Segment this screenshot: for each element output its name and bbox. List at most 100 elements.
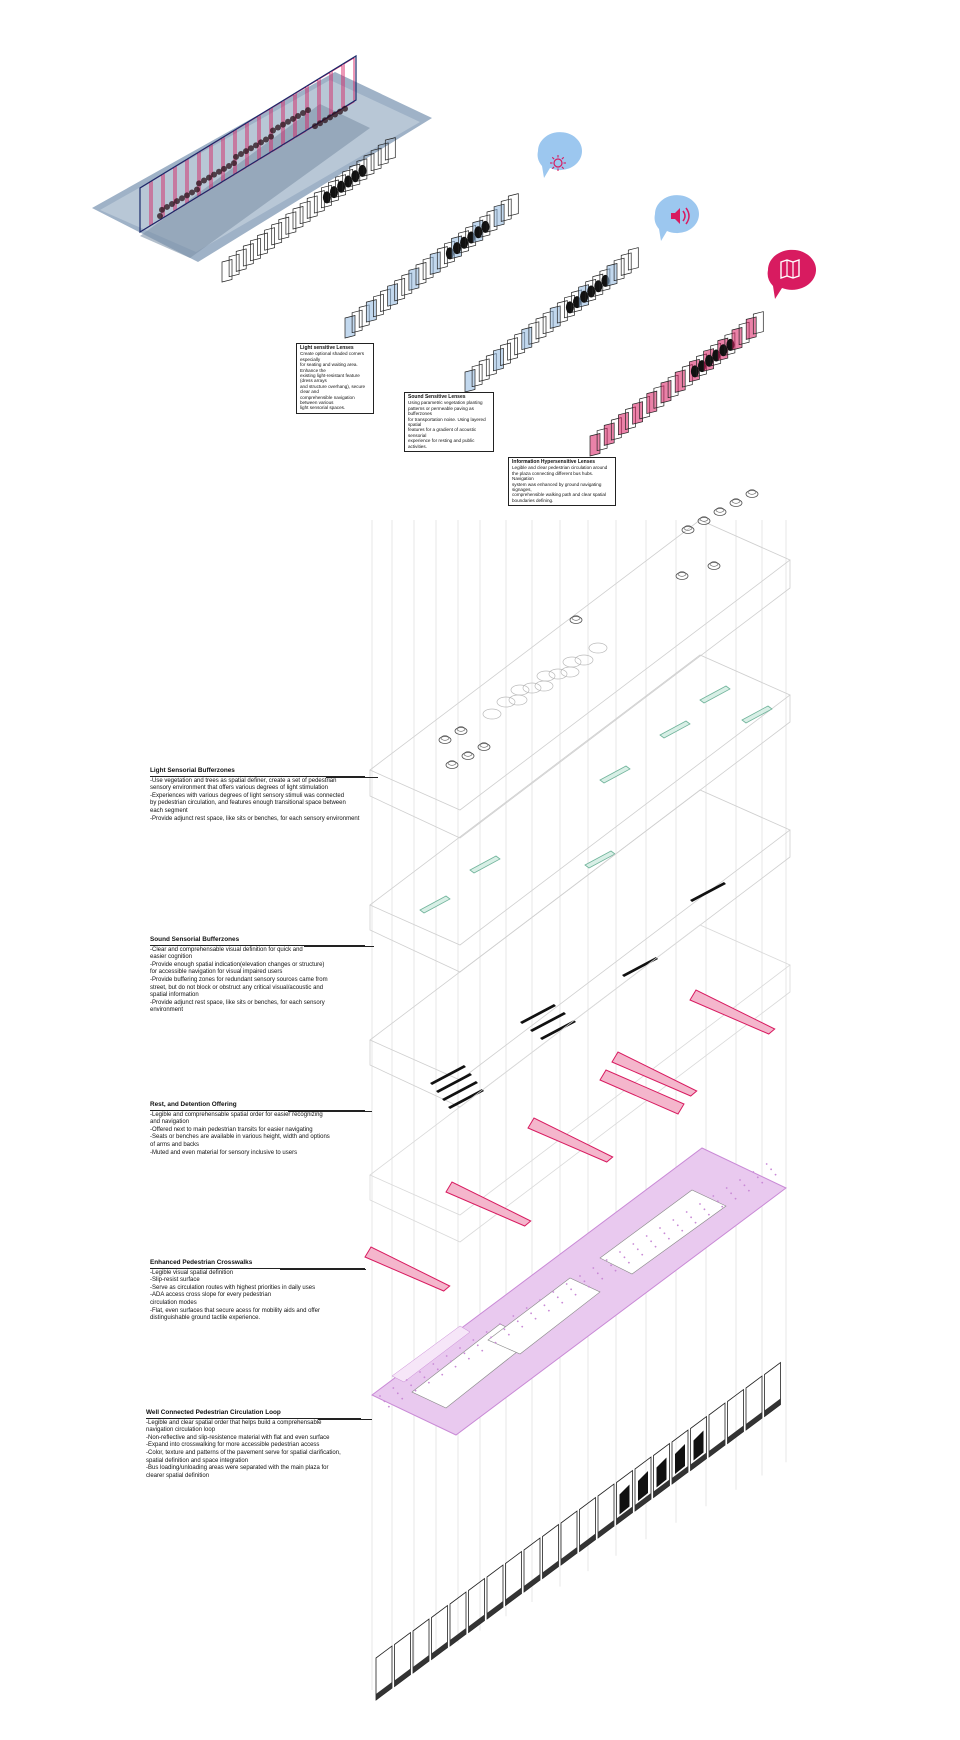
annotation-line: for accessible navigation for visual imp…	[150, 969, 283, 976]
aerial-person	[275, 124, 281, 131]
aerial-person	[184, 192, 190, 199]
light-lenses-line: light sensorial spaces.	[300, 405, 346, 411]
section-ground	[598, 1520, 614, 1538]
aerial-person	[226, 162, 232, 169]
section-ground	[653, 1479, 670, 1498]
section-frame	[471, 363, 483, 388]
section-stack-information	[589, 311, 764, 457]
section-frame	[627, 247, 639, 271]
section-frame	[507, 337, 518, 361]
annotation-line: and navigation	[150, 1119, 190, 1126]
paving-dot	[383, 1400, 386, 1403]
section-tint	[646, 391, 657, 414]
section-slice	[653, 1442, 670, 1499]
section-frame	[596, 427, 608, 452]
paving-dot	[503, 1328, 506, 1331]
annotation-line: environment	[150, 1007, 184, 1014]
annotation-line: -Legible and comprehensable spatial orde…	[150, 1111, 323, 1118]
annotation-line: of arms and backs	[150, 1141, 200, 1148]
annotation-line: navigation circulation loop	[146, 1427, 216, 1434]
annotation-line: -Muted and even material for sensory inc…	[150, 1149, 298, 1156]
paving-dot	[632, 1243, 635, 1245]
paving-dot	[681, 1229, 684, 1232]
information-bubble	[767, 249, 816, 299]
paving-dot	[712, 1195, 715, 1197]
section-slice	[671, 1429, 689, 1485]
section-ground	[746, 1412, 762, 1430]
section-frame	[674, 369, 686, 393]
paving-dot	[396, 1392, 399, 1395]
paving-dot	[507, 1333, 510, 1336]
buffer-bar	[622, 957, 658, 977]
paving-dot	[561, 1301, 564, 1304]
annotation-line: distinguishable ground tactile experienc…	[150, 1315, 261, 1322]
tree-icon-inner	[715, 507, 725, 513]
annotation-line: -Legible visual spatial definition	[150, 1269, 234, 1276]
paving-dot	[570, 1288, 573, 1291]
section-frame	[363, 153, 375, 177]
section-frame	[618, 411, 629, 436]
tree-icon	[438, 736, 452, 744]
tree-pit	[522, 682, 542, 694]
section-stack-sound	[464, 247, 639, 393]
tree-pit	[536, 670, 556, 682]
paving-dot	[450, 1360, 453, 1363]
paving-dot	[747, 1189, 750, 1192]
section-tint	[632, 401, 643, 425]
speaker-icon	[671, 207, 690, 225]
section-ground	[542, 1560, 559, 1579]
section-frame	[660, 380, 672, 404]
aerial-person	[211, 171, 217, 178]
section-frame	[408, 267, 420, 291]
paving-dot	[676, 1224, 679, 1227]
tree-pit	[574, 654, 594, 666]
section-tint	[618, 412, 629, 435]
vegetation-strip	[699, 685, 731, 704]
section-ground	[764, 1398, 781, 1417]
section-tint	[590, 433, 600, 456]
tree-pit	[496, 696, 516, 708]
buffer-bar	[520, 1004, 556, 1024]
section-tint	[746, 316, 757, 340]
paving-dot	[636, 1248, 639, 1251]
section-frame	[610, 417, 622, 441]
section-canopy	[675, 1444, 685, 1474]
paving-dot	[583, 1280, 586, 1283]
aerial-person	[270, 127, 276, 134]
section-frame	[589, 433, 601, 457]
section-mass	[453, 242, 461, 255]
sound-lenses-title: Sound Sensitive Lenses	[408, 394, 466, 400]
section-ground	[635, 1493, 651, 1511]
tree-pit	[534, 680, 554, 692]
layer-pedestrian-crosswalks	[364, 989, 776, 1292]
section-frame	[585, 278, 597, 303]
paving-dot	[490, 1336, 493, 1339]
paving-dot	[765, 1163, 768, 1165]
section-frame	[632, 401, 643, 425]
aerial-person	[216, 168, 222, 175]
section-slice	[523, 1537, 541, 1593]
tree-icon	[675, 572, 689, 580]
section-frame	[592, 273, 604, 298]
sound-bubble	[654, 195, 699, 241]
section-frame	[458, 230, 469, 254]
annotation-line: -Slip-resist surface	[150, 1277, 200, 1284]
section-frame	[464, 369, 476, 393]
section-frame	[373, 293, 384, 318]
aerial-person	[231, 160, 237, 167]
paving-dot	[734, 1197, 737, 1200]
paving-dot	[619, 1251, 621, 1253]
aerial-person	[238, 151, 244, 158]
section-frame	[278, 216, 290, 241]
section-slice	[764, 1361, 781, 1418]
section-frame	[485, 353, 497, 377]
tree-pit	[548, 668, 568, 680]
section-frame	[696, 353, 707, 377]
tree-icon	[697, 517, 711, 525]
buffer-bar	[436, 1073, 472, 1093]
tree-pit	[588, 642, 608, 654]
aerial-person	[174, 198, 180, 205]
paving-dot	[445, 1355, 448, 1357]
map-icon	[780, 259, 800, 279]
